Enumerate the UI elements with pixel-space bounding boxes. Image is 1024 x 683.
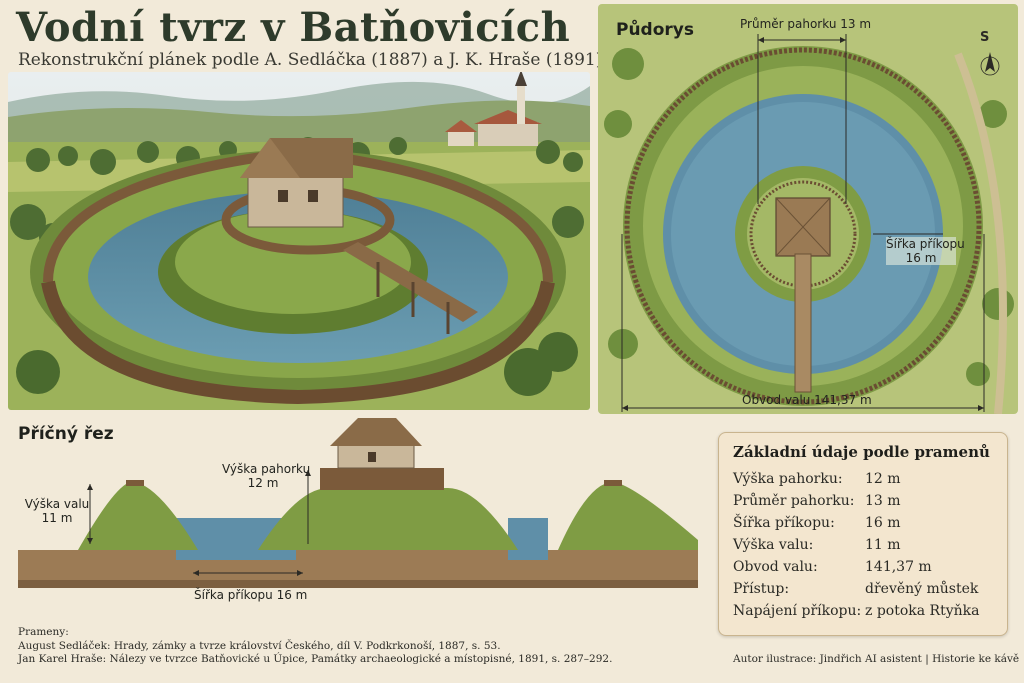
source-line: Jan Karel Hraše: Nálezy ve tvrzce Batňov… — [18, 653, 613, 665]
page-title: Vodní tvrz v Batňovicích — [16, 4, 571, 51]
info-row: Obvod valu:141,37 m — [733, 559, 932, 575]
info-panel: Základní údaje podle pramenů Výška pahor… — [718, 432, 1008, 636]
page-subtitle: Rekonstrukční plánek podle A. Sedláčka (… — [18, 50, 603, 70]
sources-block: Prameny: August Sedláček: Hrady, zámky a… — [18, 626, 612, 667]
section-heading: Příčný řez — [18, 424, 114, 444]
info-row: Přístup:dřevěný můstek — [733, 581, 979, 597]
mound-diameter-label: Průměr pahorku 13 m — [740, 17, 872, 31]
source-line: August Sedláček: Hrady, zámky a tvrze kr… — [18, 639, 501, 652]
plan-heading: Půdorys — [616, 20, 694, 40]
info-row: Výška valu:11 m — [733, 537, 901, 553]
moat-width-label: Šířka příkopu 16 m — [886, 237, 965, 265]
info-row: Průměr pahorku:13 m — [733, 493, 901, 509]
info-row: Výška pahorku:12 m — [733, 471, 901, 487]
plan-illustration — [598, 4, 1018, 414]
author-credit: Autor ilustrace: Jindřich AI asistent | … — [733, 653, 1020, 665]
rampart-perimeter-label: Obvod valu 141,37 m — [742, 393, 872, 407]
cross-section-illustration — [8, 410, 708, 620]
perspective-illustration — [8, 72, 590, 410]
sources-heading: Prameny: — [18, 626, 69, 638]
compass-icon: S — [980, 30, 990, 45]
info-row: Šířka příkopu:16 m — [733, 515, 901, 531]
info-title: Základní údaje podle pramenů — [733, 443, 990, 461]
mound-height-label: Výška pahorku 12 m — [222, 462, 311, 490]
section-moat-width-label: Šířka příkopu 16 m — [194, 588, 308, 602]
info-row: Napájení příkopu:z potoka Rtyňka — [733, 603, 980, 619]
rampart-height-label: Výška valu 11 m — [24, 497, 90, 525]
